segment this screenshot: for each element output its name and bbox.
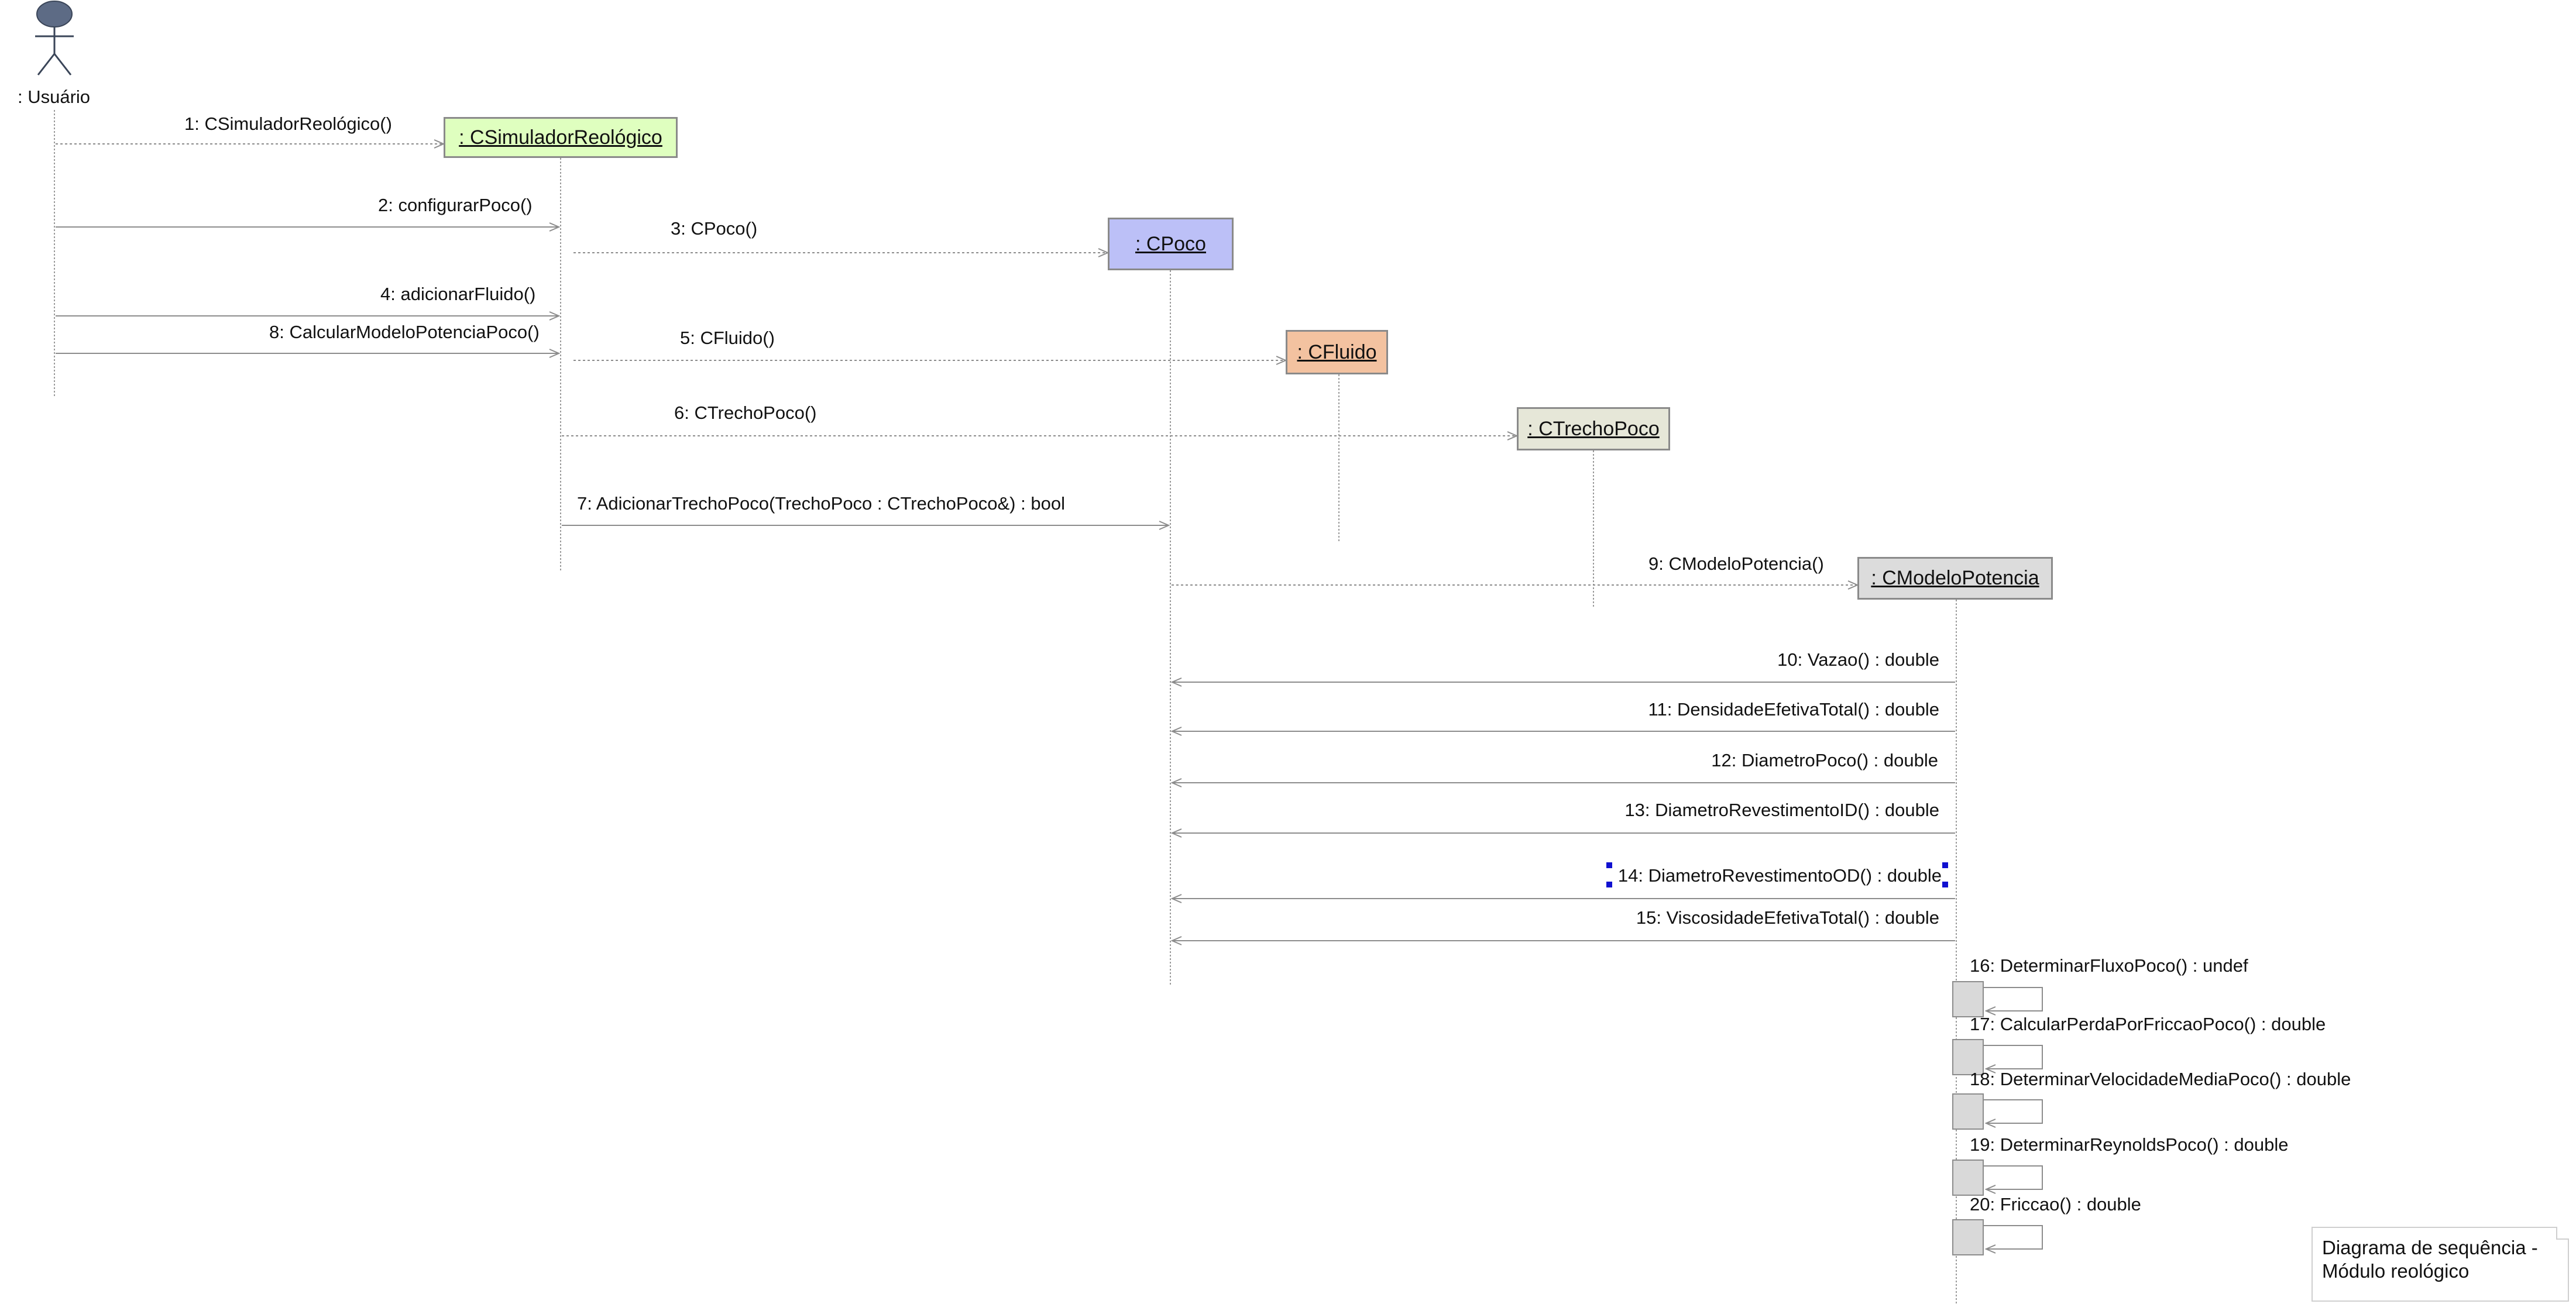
message-5-label: 5: CFluido() xyxy=(680,328,775,348)
message-15-label: 15: ViscosidadeEfetivaTotal() : double xyxy=(1636,907,1939,928)
message-17-label: 17: CalcularPerdaPorFriccaoPoco() : doub… xyxy=(1970,1014,2326,1034)
message-19-label: 19: DeterminarReynoldsPoco() : double xyxy=(1970,1134,2289,1155)
selection-handle[interactable] xyxy=(1606,882,1612,887)
message-12-label: 12: DiametroPoco() : double xyxy=(1711,750,1938,770)
message-9-label: 9: CModeloPotencia() xyxy=(1648,553,1824,574)
self-call-18[interactable] xyxy=(1952,1093,2043,1130)
message-2-label: 2: configurarPoco() xyxy=(378,195,533,215)
self-call-19[interactable] xyxy=(1952,1160,2043,1196)
message-7-label: 7: AdicionarTrechoPoco(TrechoPoco : CTre… xyxy=(577,493,1065,514)
note-fold-corner xyxy=(2556,1227,2569,1240)
message-16-label: 16: DeterminarFluxoPoco() : undef xyxy=(1970,955,2248,976)
message-8-label: 8: CalcularModeloPotenciaPoco() xyxy=(269,322,540,342)
object-trecho-label: : CTrechoPoco xyxy=(1527,417,1660,440)
object-poco-label: : CPoco xyxy=(1135,232,1206,255)
object-poco[interactable]: : CPoco xyxy=(1108,218,1234,270)
message-6-label: 6: CTrechoPoco() xyxy=(674,402,817,423)
object-fluido-label: : CFluido xyxy=(1297,340,1377,363)
self-call-17[interactable] xyxy=(1952,1039,2043,1075)
selection-handle[interactable] xyxy=(1942,862,1948,868)
message-11-label: 11: DensidadeEfetivaTotal() : double xyxy=(1648,699,1939,720)
message-10-label: 10: Vazao() : double xyxy=(1777,649,1939,670)
actor-figure[interactable] xyxy=(35,1,74,75)
note-text: Diagrama de sequência - Módulo reológico xyxy=(2322,1236,2562,1282)
message-4-label: 4: adicionarFluido() xyxy=(380,284,536,304)
object-simulador[interactable]: : CSimuladorReológico xyxy=(444,117,678,158)
message-1-label: 1: CSimuladorReológico() xyxy=(184,113,392,134)
object-modelo[interactable]: : CModeloPotencia xyxy=(1857,557,2053,600)
selection-handle[interactable] xyxy=(1606,862,1612,868)
self-call-16[interactable] xyxy=(1952,981,2043,1017)
message-20-label: 20: Friccao() : double xyxy=(1970,1194,2141,1214)
message-13-label: 13: DiametroRevestimentoID() : double xyxy=(1624,800,1939,820)
note-line-1: Diagrama de sequência - xyxy=(2322,1237,2538,1258)
message-14-label: 14: DiametroRevestimentoOD() : double xyxy=(1617,865,1942,886)
object-fluido[interactable]: : CFluido xyxy=(1286,330,1388,374)
object-simulador-label: : CSimuladorReológico xyxy=(459,126,662,149)
note-line-2: Módulo reológico xyxy=(2322,1260,2469,1282)
object-trecho[interactable]: : CTrechoPoco xyxy=(1517,407,1670,450)
selection-handle[interactable] xyxy=(1942,882,1948,887)
object-modelo-label: : CModeloPotencia xyxy=(1871,567,2039,589)
message-3-label: 3: CPoco() xyxy=(671,218,758,239)
message-18-label: 18: DeterminarVelocidadeMediaPoco() : do… xyxy=(1970,1069,2351,1089)
actor-label: : Usuário xyxy=(18,87,91,107)
self-call-20[interactable] xyxy=(1952,1219,2043,1255)
diagram-note[interactable]: Diagrama de sequência - Módulo reológico xyxy=(2311,1227,2569,1302)
